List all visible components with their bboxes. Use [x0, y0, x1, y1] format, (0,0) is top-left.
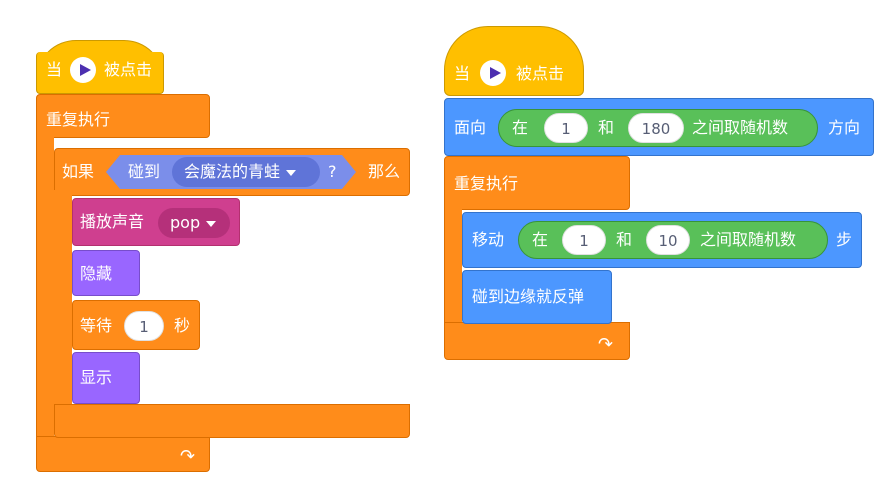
forever-block-2[interactable] — [444, 156, 630, 210]
move-suffix: 步 — [836, 230, 853, 249]
forever-label-2: 重复执行 — [454, 174, 519, 193]
play-sound-block[interactable] — [72, 198, 240, 246]
touching-label: 碰到 — [128, 162, 161, 181]
then-label: 那么 — [368, 162, 401, 181]
green-flag-icon — [70, 57, 96, 83]
forever-label: 重复执行 — [46, 110, 111, 129]
random-to-input-2[interactable]: 10 — [646, 225, 690, 255]
touching-target: 会魔法的青蛙 — [184, 162, 297, 182]
move-label: 移动 — [472, 230, 505, 249]
forever-block[interactable] — [36, 94, 210, 138]
when-flag-clicked-body[interactable] — [36, 52, 164, 94]
dropdown-caret-icon — [286, 169, 297, 176]
wait-label: 等待 — [80, 316, 113, 335]
show-block[interactable] — [72, 352, 140, 404]
random-prefix-2: 在 — [532, 230, 549, 249]
random-suffix-1: 之间取随机数 — [692, 118, 789, 137]
hat-prefix-2: 当 — [454, 64, 471, 83]
forever-arm — [36, 130, 54, 442]
random-and-1: 和 — [598, 118, 615, 137]
point-label: 面向 — [454, 118, 487, 137]
dropdown-caret-icon — [206, 220, 217, 227]
if-label: 如果 — [62, 162, 95, 181]
direction-suffix: 方向 — [828, 118, 861, 137]
forever-foot-2 — [444, 322, 630, 360]
random-from-input-2[interactable]: 1 — [562, 225, 606, 255]
hat-suffix-2: 被点击 — [516, 64, 565, 83]
sound-dropdown[interactable] — [158, 208, 230, 238]
hide-label: 隐藏 — [80, 264, 113, 283]
question-mark: ? — [328, 162, 337, 181]
loop-arrow-icon: ↷ — [180, 446, 196, 467]
random-and-2: 和 — [616, 230, 633, 249]
loop-arrow-icon: ↷ — [598, 334, 614, 355]
play-sound-label: 播放声音 — [80, 212, 145, 231]
hat-prefix: 当 — [46, 60, 63, 79]
random-from-input-1[interactable]: 1 — [544, 113, 588, 143]
if-foot — [54, 404, 410, 438]
show-label: 显示 — [80, 368, 113, 387]
when-flag-clicked-hat-2[interactable] — [444, 26, 584, 96]
green-flag-icon — [480, 60, 506, 86]
hat-suffix: 被点击 — [104, 60, 153, 79]
forever-arm-2 — [444, 200, 462, 326]
sound-value: pop — [170, 213, 217, 233]
random-prefix-1: 在 — [512, 118, 529, 137]
bounce-on-edge-block[interactable] — [462, 270, 612, 324]
random-suffix-2: 之间取随机数 — [700, 230, 797, 249]
hide-block[interactable] — [72, 250, 140, 296]
bounce-label: 碰到边缘就反弹 — [472, 287, 585, 306]
wait-seconds-input[interactable]: 1 — [124, 311, 164, 341]
wait-unit: 秒 — [174, 316, 191, 335]
random-to-input-1[interactable]: 180 — [628, 113, 684, 143]
if-arm — [54, 190, 72, 408]
